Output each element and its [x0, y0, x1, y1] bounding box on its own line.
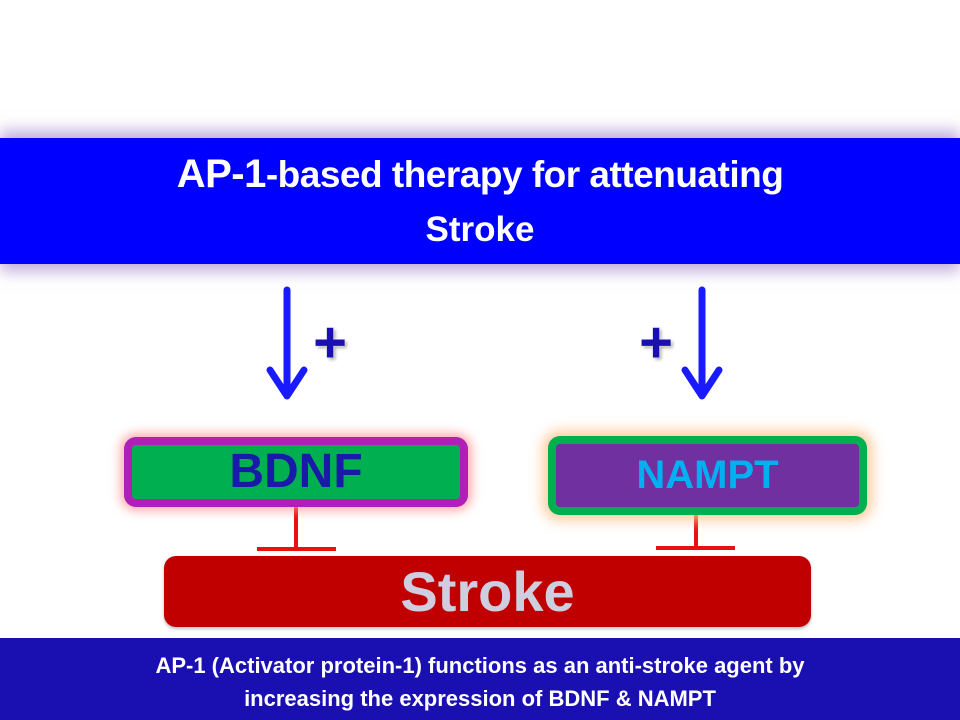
- title-banner: AP-1-based therapy for attenuating Strok…: [0, 138, 960, 264]
- caption-line-2: increasing the expression of BDNF & NAMP…: [244, 686, 716, 711]
- caption-line-1: AP-1 (Activator protein-1) functions as …: [155, 653, 805, 678]
- title-line-2: Stroke: [425, 210, 535, 249]
- stroke-label: Stroke: [400, 560, 575, 623]
- plus-icon: +: [313, 310, 347, 375]
- title-line-1-rest: -based therapy for attenuating: [265, 154, 784, 195]
- bdnf-label: BDNF: [229, 445, 363, 498]
- stroke-node: Stroke: [164, 556, 811, 627]
- nampt-node: NAMPT: [548, 436, 867, 515]
- down-arrow-icon: [266, 286, 308, 400]
- title-prefix: AP-1: [176, 152, 267, 196]
- down-arrow-icon: [681, 286, 723, 400]
- title-line-1: AP-1-based therapy for attenuating: [0, 152, 960, 197]
- inhibition-line-nampt-stroke: [656, 515, 735, 550]
- plus-icon: +: [639, 310, 673, 375]
- nampt-label: NAMPT: [636, 453, 779, 497]
- bdnf-node: BDNF: [124, 437, 468, 507]
- inhibition-line-bdnf-stroke: [257, 507, 336, 551]
- caption-banner: AP-1 (Activator protein-1) functions as …: [0, 638, 960, 720]
